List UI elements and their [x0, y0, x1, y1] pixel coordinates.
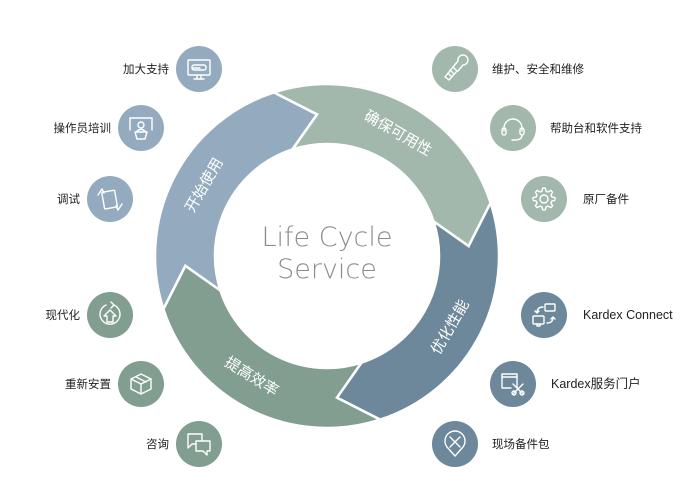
service-wrench-hand	[432, 46, 478, 92]
service-box	[118, 361, 164, 407]
center-title-line2: Service	[277, 254, 377, 285]
service-circle	[521, 292, 567, 338]
service-label: 原厂备件	[583, 192, 629, 206]
chat-bubbles-icon	[187, 433, 211, 456]
browser-tools-icon	[501, 373, 525, 396]
tablet-hands-icon	[97, 188, 123, 211]
service-label: Kardex Connect	[583, 308, 673, 322]
service-circle	[432, 421, 478, 467]
service-chat-bubbles	[176, 421, 222, 467]
service-label: 调试	[57, 192, 80, 206]
service-label: 操作员培训	[53, 121, 112, 135]
service-circle	[176, 46, 222, 92]
service-label: Kardex服务门户	[551, 377, 641, 391]
gear-icon	[532, 187, 556, 211]
upgrade-arrow-icon	[99, 301, 121, 325]
service-circle	[87, 176, 133, 222]
connected-computers-icon	[532, 303, 556, 327]
service-circle	[490, 105, 536, 151]
service-gear	[521, 176, 567, 222]
service-label: 现场备件包	[492, 437, 550, 451]
service-label: 现代化	[45, 308, 81, 322]
service-browser-tools	[490, 361, 536, 407]
service-label: 维护、安全和维修	[492, 62, 584, 76]
center-title: Life Cycle Service	[227, 222, 427, 286]
box-icon	[130, 373, 152, 395]
service-headset	[490, 105, 536, 151]
monitor-progress-icon	[187, 59, 211, 80]
service-trainer-presentation	[118, 105, 164, 151]
service-label: 重新安置	[65, 377, 111, 391]
service-label: 帮助台和软件支持	[550, 121, 642, 135]
service-circle	[521, 176, 567, 222]
location-tools-icon	[444, 430, 466, 457]
center-title-line1: Life Cycle	[261, 222, 393, 253]
service-upgrade-arrow	[87, 292, 133, 338]
headset-icon	[501, 118, 525, 141]
cycle-ring	[153, 82, 501, 430]
service-label: 咨询	[146, 437, 169, 451]
service-icons	[87, 46, 567, 467]
phase-segment-efficiency	[162, 264, 384, 430]
service-connected-computers	[521, 292, 567, 338]
service-location-tools	[432, 421, 478, 467]
wrench-hand-icon	[444, 54, 469, 81]
service-monitor-progress	[176, 46, 222, 92]
service-label: 加大支持	[123, 62, 169, 76]
service-circle	[87, 292, 133, 338]
trainer-presentation-icon	[129, 117, 153, 140]
service-tablet-hands	[87, 176, 133, 222]
